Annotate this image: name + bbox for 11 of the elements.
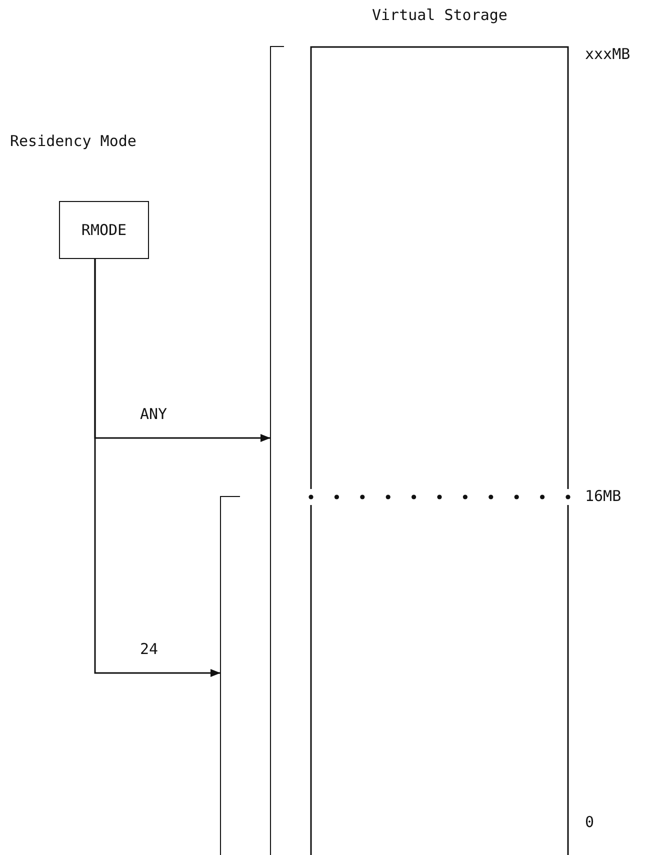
address-label: xxxMB	[585, 45, 630, 63]
connector-arrow	[94, 259, 220, 677]
edge-label: ANY	[140, 405, 168, 423]
mode-box: RMODE	[59, 201, 149, 259]
address-label: 16MB	[585, 487, 622, 505]
edge-label: 24	[140, 640, 158, 658]
address-label: 0	[585, 813, 594, 831]
storage-range-bracket	[220, 496, 240, 855]
storage-range-bracket	[270, 46, 284, 855]
section-heading: Residency Mode	[10, 132, 136, 150]
diagram-title: Virtual Storage	[372, 6, 508, 24]
